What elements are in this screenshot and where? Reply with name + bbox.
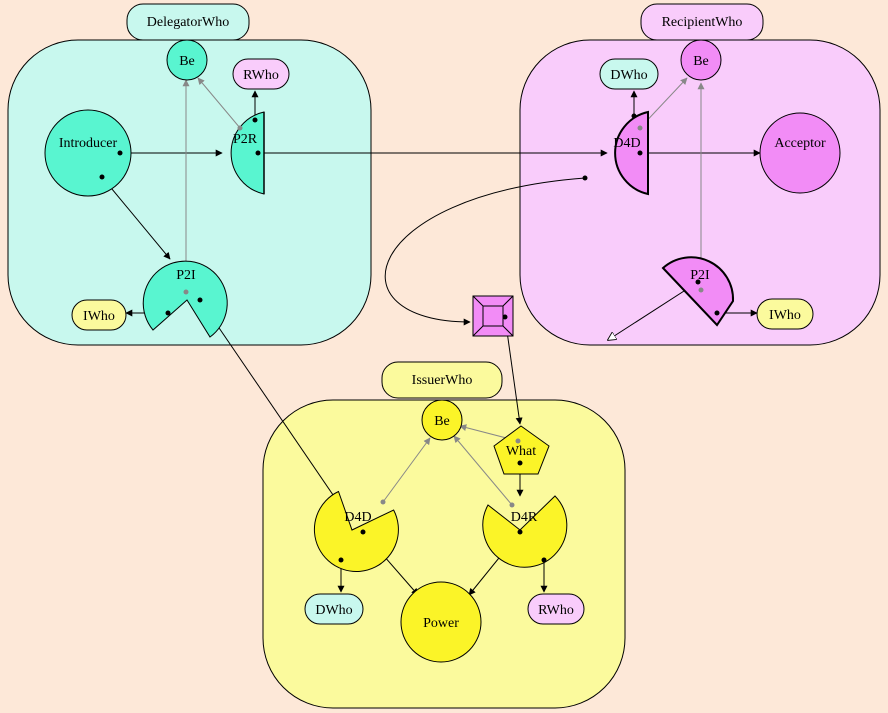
port-dots [99, 113, 720, 563]
acceptor-label: Acceptor [774, 136, 826, 151]
power-label: Power [423, 616, 459, 631]
issuer-be-node[interactable] [421, 399, 463, 441]
issuer-what-label: What [506, 444, 536, 459]
delegator-iwho-node[interactable] [71, 299, 127, 331]
recipient-d4d-node[interactable] [614, 110, 649, 196]
edge-p2i-issuer-d4d [199, 299, 345, 512]
issuer-be-label: Be [434, 414, 450, 429]
issuer-rwho-node[interactable] [527, 593, 585, 625]
issuer-group-tab [381, 361, 503, 399]
delegator-be-label: Be [179, 54, 195, 69]
introducer-node[interactable] [44, 109, 132, 197]
recipient-iwho-node[interactable] [756, 298, 814, 330]
issuer-dwho-node[interactable] [304, 593, 364, 625]
issuer-dwho-label: DWho [315, 603, 352, 618]
issuer-d4d-label: D4D [344, 510, 371, 525]
recipient-be-node[interactable] [680, 39, 722, 81]
recipient-group-title: RecipientWho [662, 15, 743, 30]
delegator-p2i-label: P2I [176, 268, 196, 283]
edge-d4r-be [453, 435, 513, 506]
issuer-rwho-label: RWho [538, 603, 574, 618]
delegator-iwho-label: IWho [83, 309, 115, 324]
delegator-p2r-node[interactable] [230, 111, 265, 195]
delegator-p2r-label: P2R [233, 132, 258, 147]
issuer-what-node[interactable] [493, 425, 550, 475]
edge-introducer-p2i [101, 176, 171, 260]
delegator-rwho-label: RWho [243, 68, 279, 83]
acceptor-node[interactable] [759, 112, 841, 194]
introducer-label: Introducer [59, 136, 118, 151]
recipient-d4d-label: D4D [613, 136, 640, 151]
recipient-iwho-label: IWho [769, 308, 801, 323]
edge-p2i-open [608, 281, 699, 340]
issuer-d4r-label: D4R [511, 510, 538, 525]
recipient-p2i-label: P2I [690, 268, 710, 283]
issuer-group-title: IssuerWho [412, 373, 473, 388]
delegator-p2i-node[interactable] [142, 260, 228, 338]
delegator-be-node[interactable] [166, 39, 208, 81]
recipient-be-label: Be [693, 54, 709, 69]
delegator-group-title: DelegatorWho [147, 15, 229, 30]
edge-d4d-issuer-be [382, 437, 431, 503]
issuer-d4r-node[interactable] [482, 495, 568, 568]
power-node[interactable] [400, 581, 482, 663]
edge-p2r-be [197, 77, 241, 129]
edge-d4d-token [384, 177, 586, 326]
issuer-d4d-node[interactable] [309, 484, 404, 577]
recipient-dwho-label: DWho [610, 68, 647, 83]
recipient-p2i-node[interactable] [661, 256, 735, 327]
recipient-dwho-node[interactable] [599, 58, 659, 90]
delegator-rwho-node[interactable] [232, 58, 290, 90]
